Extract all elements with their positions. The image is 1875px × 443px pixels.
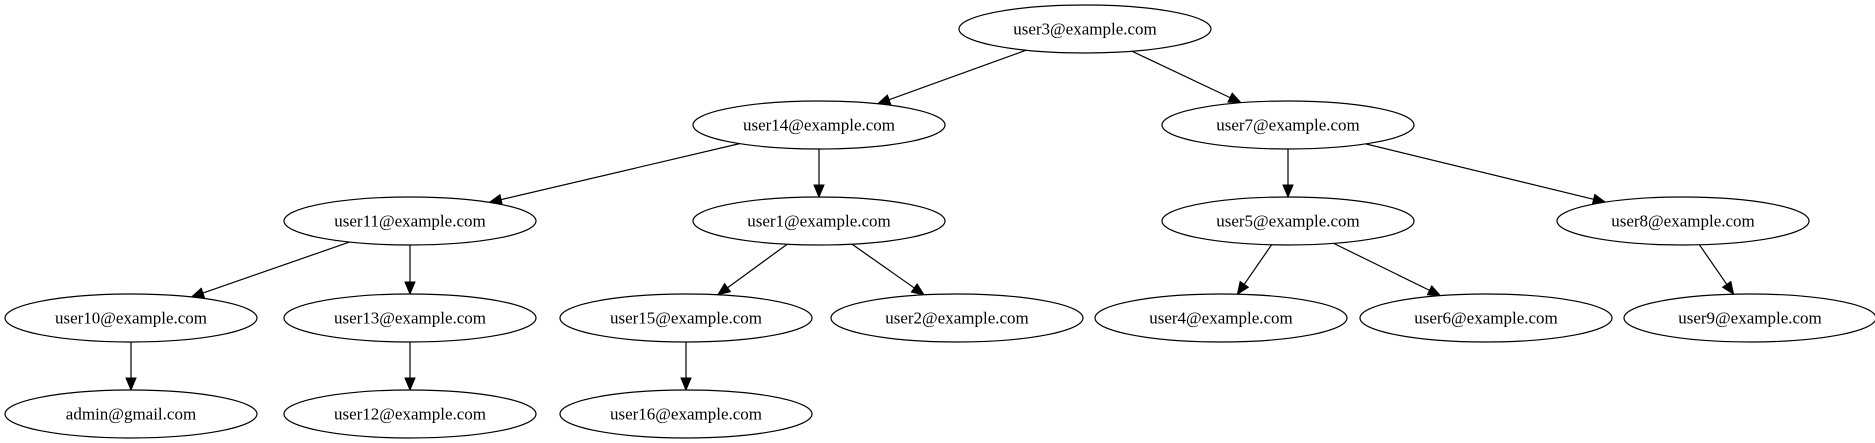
edge-line bbox=[500, 143, 740, 201]
edge-line bbox=[202, 241, 350, 294]
node-ellipse bbox=[559, 293, 813, 343]
edge-line bbox=[727, 243, 788, 289]
edge-line bbox=[1243, 244, 1273, 285]
edge-user14-to-user11 bbox=[488, 143, 740, 206]
node-ellipse bbox=[1161, 196, 1415, 246]
edge-user8-to-user9 bbox=[1698, 244, 1735, 296]
node-label: user10@example.com bbox=[55, 309, 207, 328]
arrowhead-icon bbox=[404, 281, 416, 296]
node-ellipse bbox=[692, 196, 946, 246]
edge-line bbox=[1698, 244, 1728, 285]
node-label: user4@example.com bbox=[1149, 309, 1293, 328]
node-ellipse bbox=[4, 389, 258, 439]
node-ellipse bbox=[283, 293, 537, 343]
arrowhead-icon bbox=[1236, 280, 1250, 296]
node-user8: user8@example.com bbox=[1556, 196, 1810, 246]
node-label: user9@example.com bbox=[1678, 309, 1822, 328]
node-user13: user13@example.com bbox=[283, 293, 537, 343]
node-label: admin@gmail.com bbox=[66, 405, 196, 424]
node-ellipse bbox=[958, 4, 1212, 54]
node-ellipse bbox=[1359, 293, 1613, 343]
node-label: user12@example.com bbox=[334, 405, 486, 424]
edge-user3-to-user14 bbox=[876, 49, 1027, 105]
node-ellipse bbox=[283, 196, 537, 246]
edges-layer bbox=[125, 49, 1735, 392]
node-ellipse bbox=[559, 389, 813, 439]
edge-user13-to-user12 bbox=[404, 342, 416, 392]
edge-line bbox=[1333, 242, 1430, 291]
node-user10: user10@example.com bbox=[4, 293, 258, 343]
node-user12: user12@example.com bbox=[283, 389, 537, 439]
node-user5: user5@example.com bbox=[1161, 196, 1415, 246]
edge-line bbox=[1365, 143, 1594, 200]
node-ellipse bbox=[1094, 293, 1348, 343]
arrowhead-icon bbox=[190, 287, 206, 299]
node-ellipse bbox=[4, 293, 258, 343]
node-ellipse bbox=[692, 100, 946, 150]
arrowhead-icon bbox=[1282, 184, 1294, 199]
arrowhead-icon bbox=[125, 377, 137, 392]
arrowhead-icon bbox=[1426, 284, 1442, 297]
arrowhead-icon bbox=[876, 94, 892, 105]
edge-line bbox=[1131, 50, 1231, 99]
arrowhead-icon bbox=[910, 282, 926, 296]
node-label: user15@example.com bbox=[610, 309, 762, 328]
edge-line bbox=[851, 243, 915, 289]
node-label: user16@example.com bbox=[610, 405, 762, 424]
edge-user7-to-user5 bbox=[1282, 149, 1294, 199]
node-ellipse bbox=[1623, 293, 1875, 343]
nodes-layer: user3@example.com user14@example.com user7… bbox=[4, 4, 1875, 439]
node-user2: user2@example.com bbox=[830, 293, 1084, 343]
node-user15: user15@example.com bbox=[559, 293, 813, 343]
edge-user7-to-user8 bbox=[1365, 143, 1607, 205]
node-label: user7@example.com bbox=[1216, 116, 1360, 135]
node-ellipse bbox=[1556, 196, 1810, 246]
edge-line bbox=[888, 49, 1027, 101]
node-label: user13@example.com bbox=[334, 309, 486, 328]
node-admin: admin@gmail.com bbox=[4, 389, 258, 439]
node-user11: user11@example.com bbox=[283, 196, 537, 246]
edge-user15-to-user16 bbox=[680, 342, 692, 392]
edge-user10-to-admin bbox=[125, 342, 137, 392]
edge-user5-to-user4 bbox=[1236, 244, 1273, 296]
node-user7: user7@example.com bbox=[1161, 100, 1415, 150]
node-label: user14@example.com bbox=[743, 116, 895, 135]
node-label: user2@example.com bbox=[885, 309, 1029, 328]
arrowhead-icon bbox=[813, 184, 825, 199]
node-user1: user1@example.com bbox=[692, 196, 946, 246]
node-ellipse bbox=[1161, 100, 1415, 150]
edge-user5-to-user6 bbox=[1333, 242, 1442, 297]
edge-user3-to-user7 bbox=[1131, 50, 1243, 104]
arrowhead-icon bbox=[1721, 280, 1735, 296]
node-label: user1@example.com bbox=[747, 212, 891, 231]
node-ellipse bbox=[830, 293, 1084, 343]
arrowhead-icon bbox=[404, 377, 416, 392]
node-user14: user14@example.com bbox=[692, 100, 946, 150]
node-ellipse bbox=[283, 389, 537, 439]
node-label: user6@example.com bbox=[1414, 309, 1558, 328]
edge-user14-to-user1 bbox=[813, 149, 825, 199]
node-label: user5@example.com bbox=[1216, 212, 1360, 231]
node-user4: user4@example.com bbox=[1094, 293, 1348, 343]
node-user6: user6@example.com bbox=[1359, 293, 1613, 343]
arrowhead-icon bbox=[716, 282, 732, 296]
edge-user11-to-user10 bbox=[190, 241, 350, 299]
node-user3: user3@example.com bbox=[958, 4, 1212, 54]
edge-user1-to-user15 bbox=[716, 243, 788, 296]
arrowhead-icon bbox=[680, 377, 692, 392]
edge-user1-to-user2 bbox=[851, 243, 926, 296]
arrowhead-icon bbox=[1227, 92, 1243, 104]
node-user9: user9@example.com bbox=[1623, 293, 1875, 343]
node-label: user11@example.com bbox=[334, 212, 485, 231]
node-label: user3@example.com bbox=[1013, 20, 1157, 39]
node-label: user8@example.com bbox=[1611, 212, 1755, 231]
edge-user11-to-user13 bbox=[404, 245, 416, 296]
node-user16: user16@example.com bbox=[559, 389, 813, 439]
